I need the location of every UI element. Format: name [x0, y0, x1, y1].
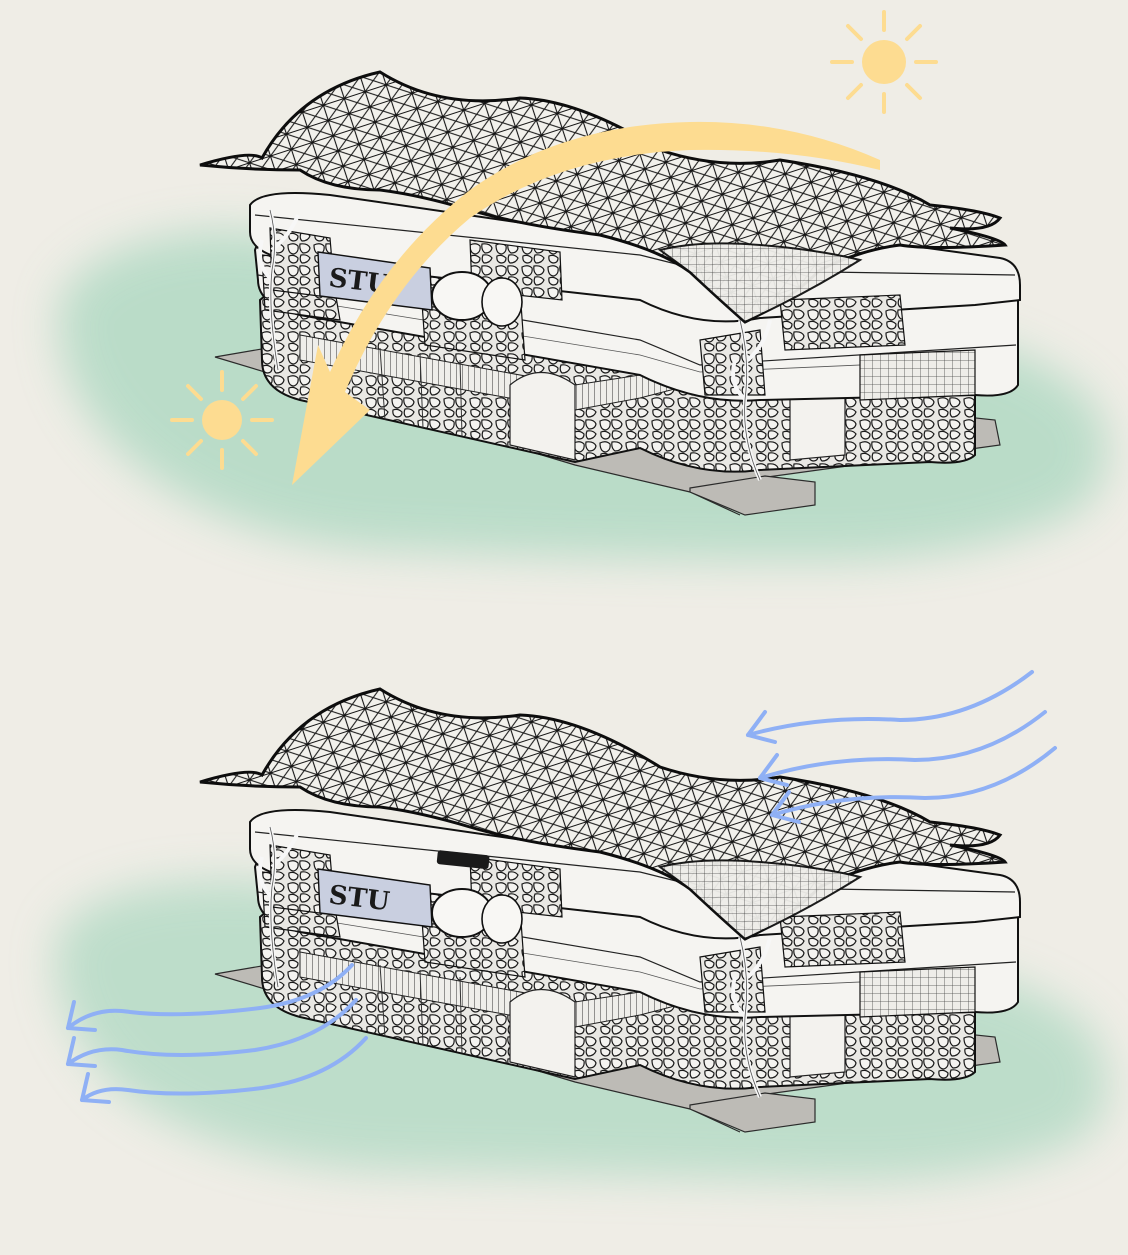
- sun-icon: [832, 12, 936, 112]
- panel-wind-study: STU: [56, 672, 1108, 1181]
- sun-icon: [172, 372, 272, 468]
- panel-sun-study: STU: [59, 12, 1108, 560]
